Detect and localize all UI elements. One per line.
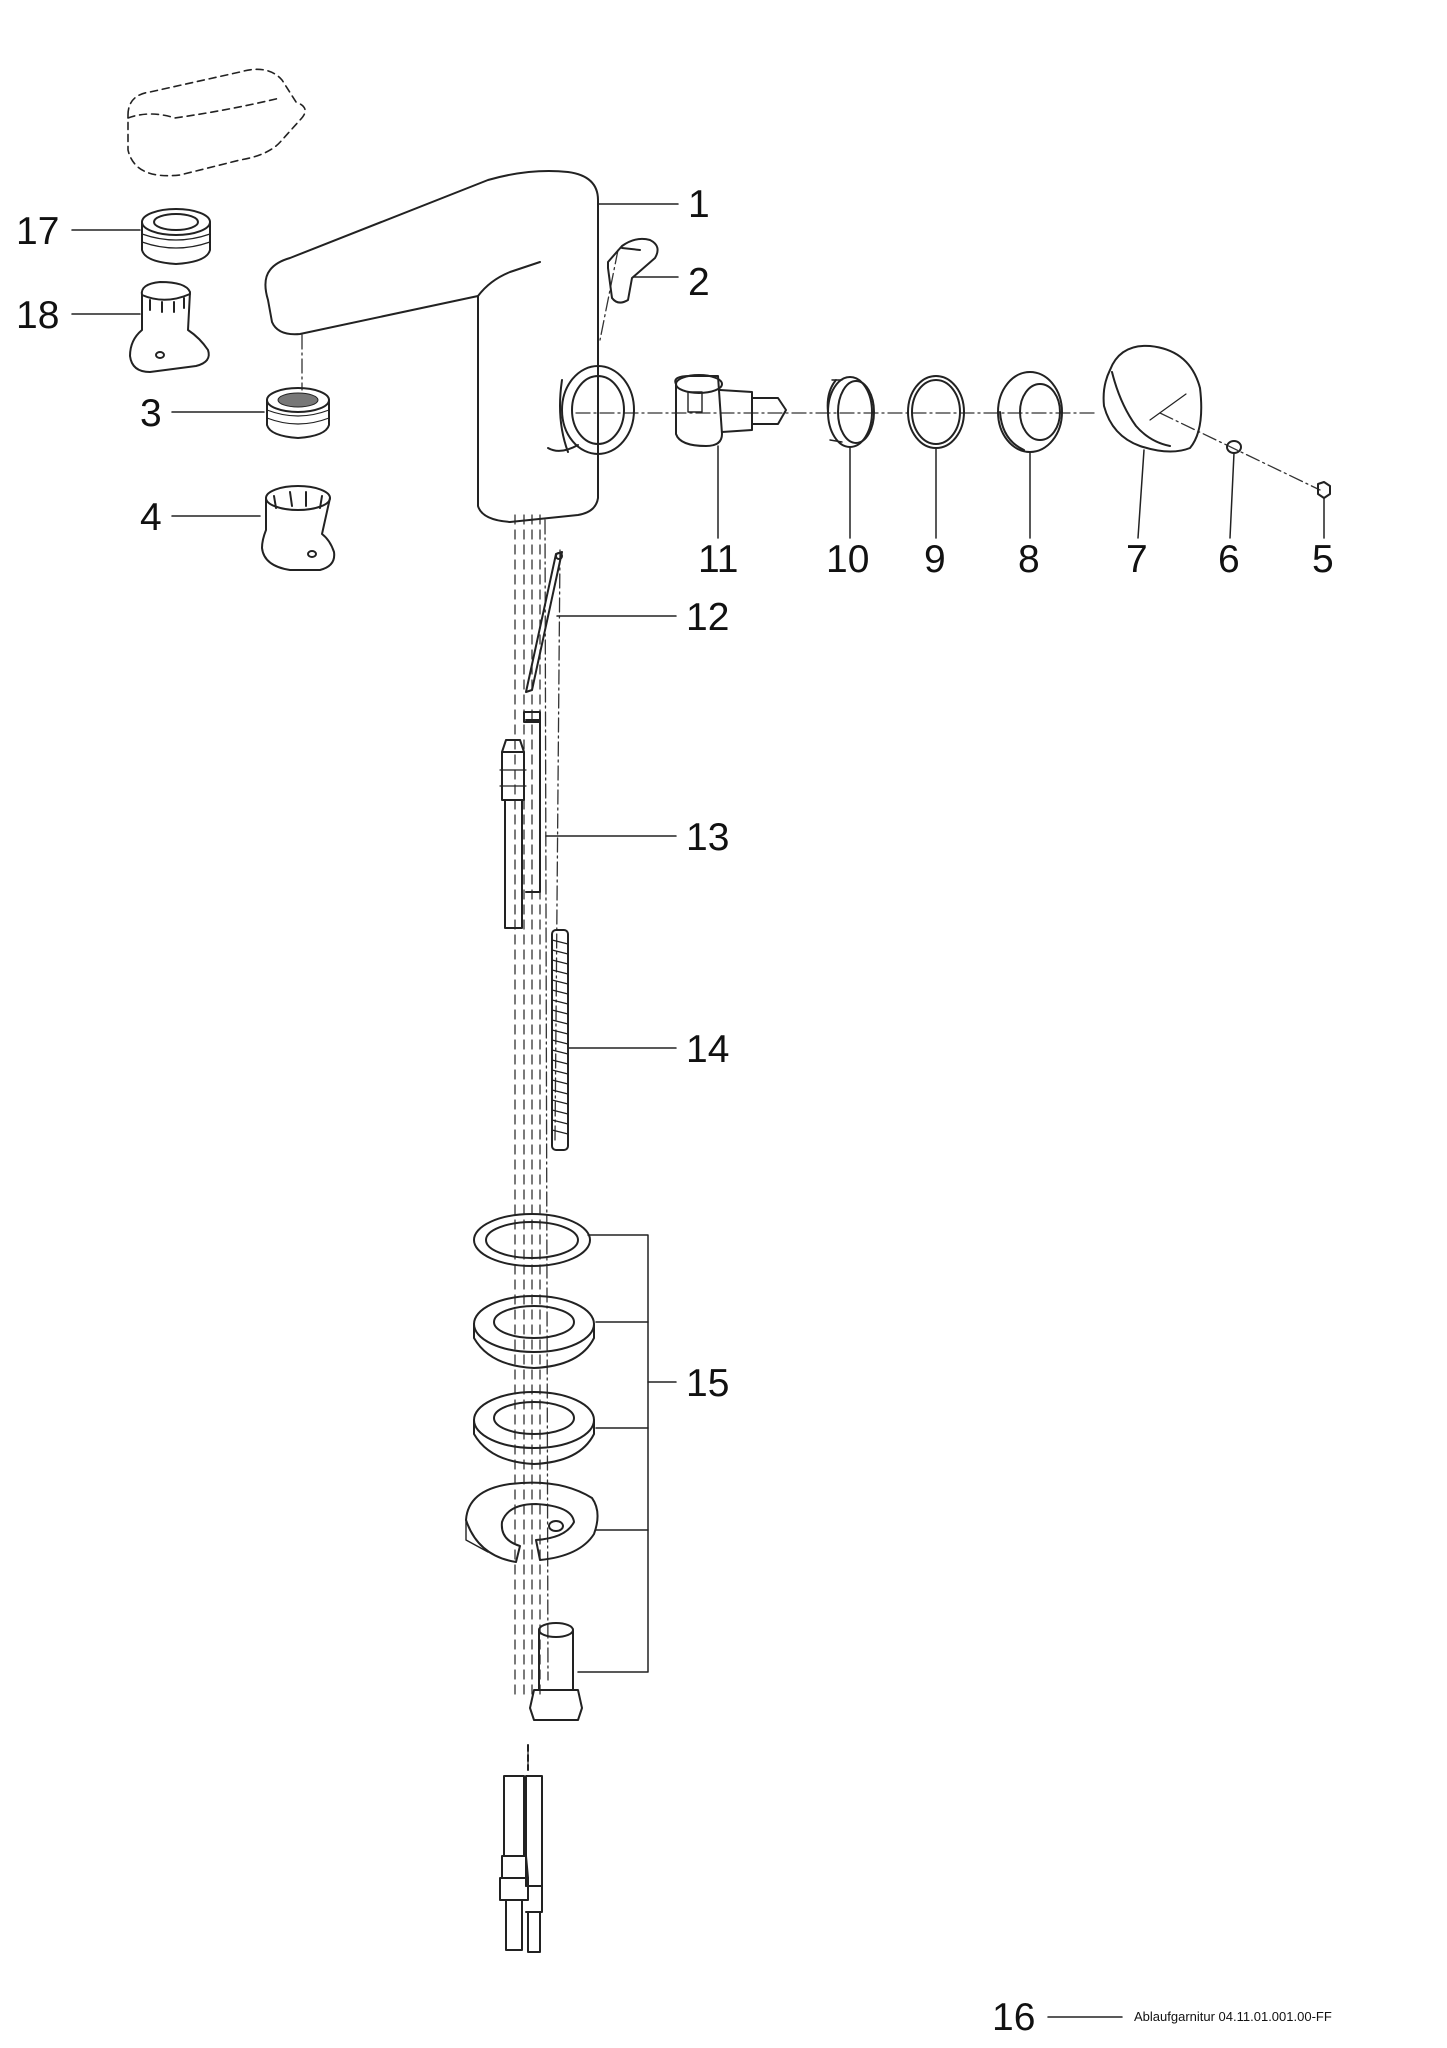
callout-5: 5: [1312, 538, 1334, 581]
part-12-rod: [525, 551, 563, 693]
faucet-body: [264, 170, 635, 523]
part-8-rosette: [997, 371, 1063, 453]
callout-12: 12: [686, 596, 730, 639]
callout-4: 4: [140, 496, 162, 539]
part-13-hoses: [499, 711, 541, 929]
part-9-o-ring: [907, 375, 965, 449]
callout-17: 17: [16, 210, 60, 253]
leader-lines: [71, 203, 1325, 2018]
callout-18: 18: [16, 294, 60, 337]
alignment-axes: [301, 249, 1321, 1681]
callout-1: 1: [688, 183, 710, 226]
part-15-mounting-set: [465, 1213, 599, 1721]
callout-6: 6: [1218, 538, 1240, 581]
footer-note: Ablaufgarnitur 04.11.01.001.00-FF: [1134, 2009, 1332, 2024]
spout-cap-outline: [127, 68, 306, 177]
part-16-drain-hoses: [499, 1744, 543, 1953]
callout-8: 8: [1018, 538, 1040, 581]
callout-13: 13: [686, 816, 730, 859]
callout-10: 10: [826, 538, 870, 581]
callout-16: 16: [992, 1996, 1036, 2039]
part-7-cap: [1102, 344, 1203, 453]
callout-9: 9: [924, 538, 946, 581]
callout-3: 3: [140, 392, 162, 435]
vertical-dashed-lines: [514, 514, 541, 1771]
part-17-aerator-housing: [141, 208, 211, 265]
callout-15: 15: [686, 1362, 730, 1405]
part-11-cartridge: [674, 374, 787, 447]
callout-2: 2: [688, 261, 710, 304]
callout-7: 7: [1126, 538, 1148, 581]
part-3-aerator: [266, 387, 330, 439]
callout-14: 14: [686, 1028, 730, 1071]
part-18-key: [129, 281, 210, 373]
part-5-nut: [1317, 481, 1331, 499]
callout-11: 11: [698, 538, 739, 581]
part-4-key: [261, 485, 336, 571]
part-10-bonnet-nut: [826, 376, 875, 448]
part-14-threaded-rod: [551, 929, 569, 1151]
part-6-screw: [1226, 440, 1242, 454]
lever: [607, 237, 659, 304]
